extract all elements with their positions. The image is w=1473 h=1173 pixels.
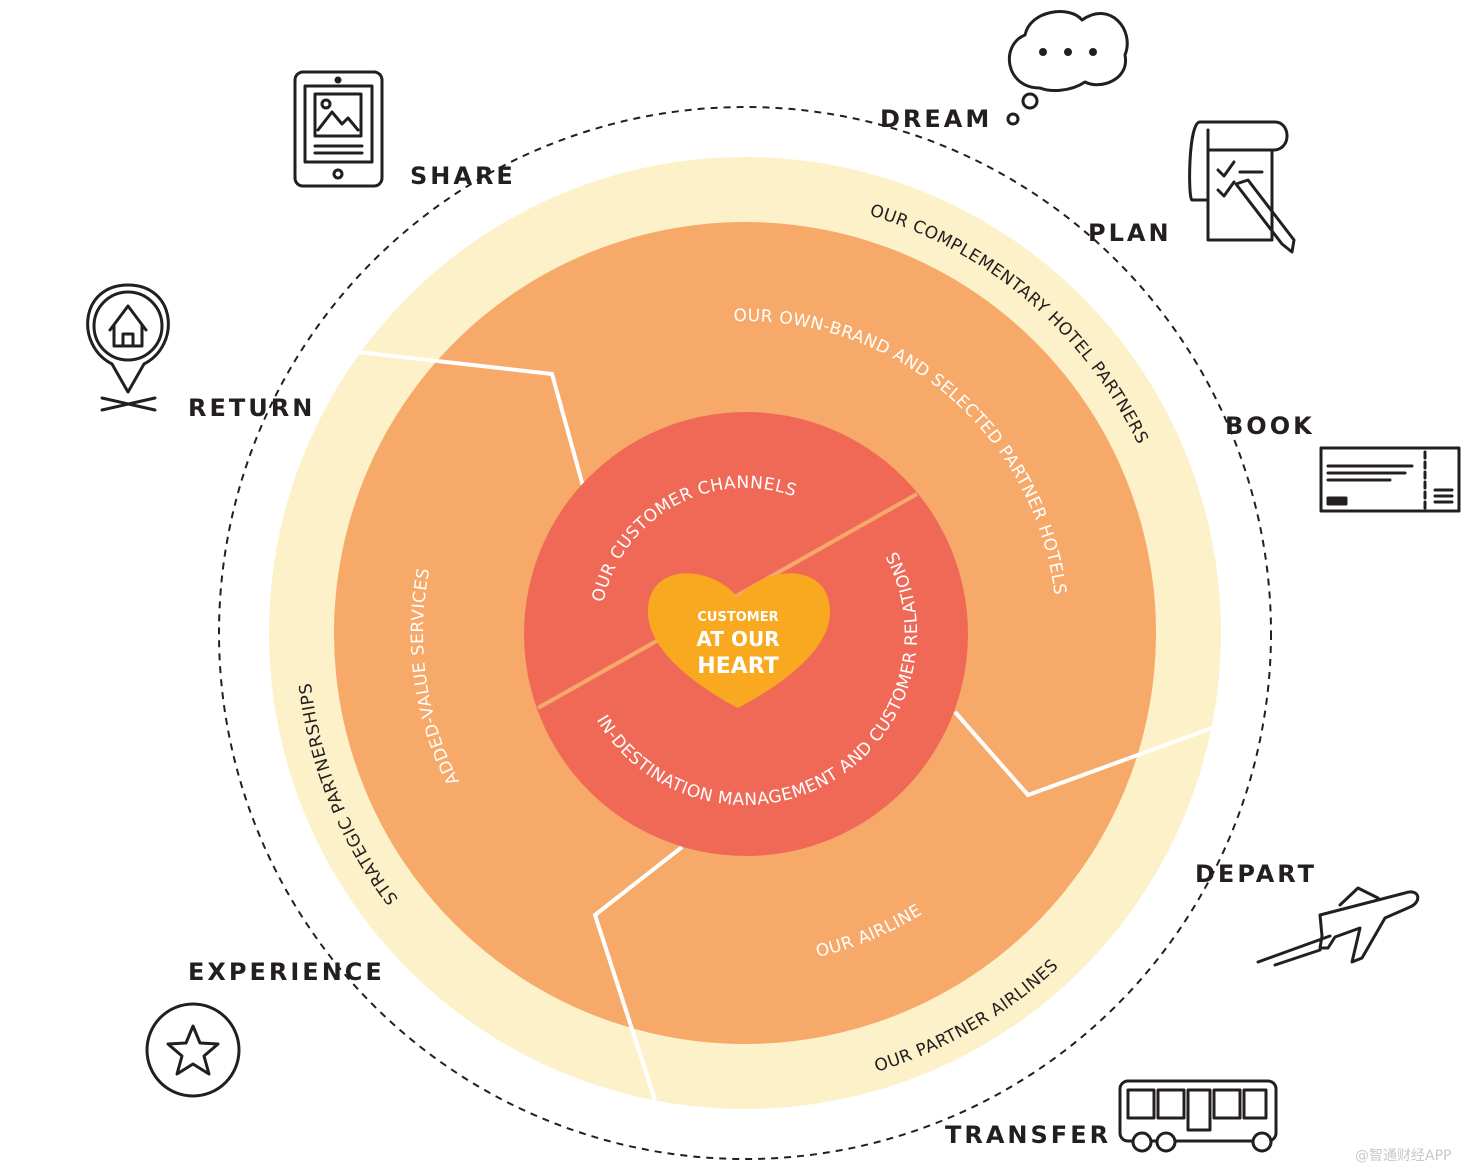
airplane-icon [1256, 886, 1420, 967]
heart: CUSTOMER AT OUR HEART [648, 573, 830, 708]
stage-return: RETURN [188, 394, 315, 422]
checklist-pen-icon [1188, 120, 1296, 254]
watermark: @智通财经APP [1355, 1148, 1451, 1164]
thought-bubble-icon [1006, 10, 1129, 126]
heart-text-1: CUSTOMER [697, 610, 778, 625]
stage-experience: EXPERIENCE [188, 958, 385, 986]
heart-text-2: AT OUR [696, 627, 779, 651]
bus-icon [1118, 1079, 1278, 1153]
tablet-icon [293, 70, 384, 188]
home-pin-icon [86, 283, 170, 412]
stage-share: SHARE [410, 162, 516, 190]
stage-plan: PLAN [1088, 219, 1172, 247]
stage-transfer: TRANSFER [945, 1121, 1111, 1149]
stage-dream: DREAM [880, 105, 992, 133]
stage-book: BOOK [1225, 412, 1315, 440]
journey-ring [218, 106, 1272, 1160]
stage-depart: DEPART [1195, 860, 1317, 888]
heart-text-3: HEART [697, 654, 778, 679]
segment-dividers [357, 350, 1213, 1101]
ticket-icon [1319, 446, 1461, 513]
star-icon [145, 1002, 241, 1098]
